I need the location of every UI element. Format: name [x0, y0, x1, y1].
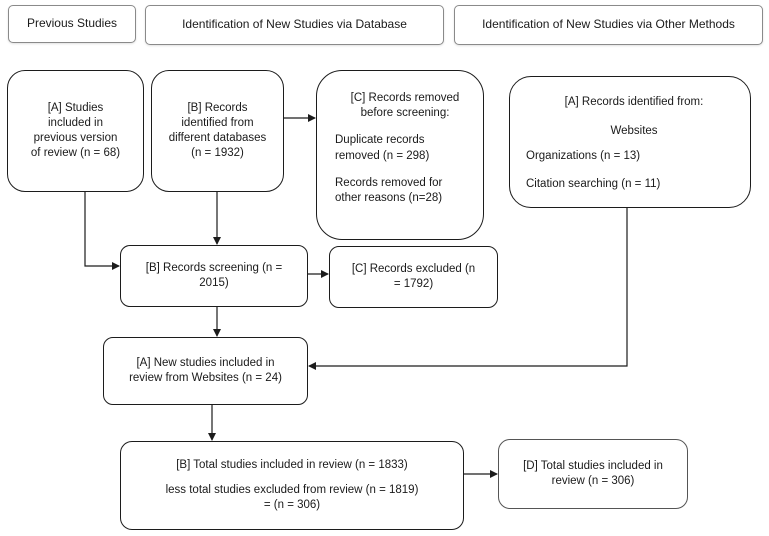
header-other-methods: Identification of New Studies via Other …	[454, 5, 763, 45]
header-database: Identification of New Studies via Databa…	[145, 5, 444, 45]
text-line: 2015)	[199, 277, 229, 289]
header-previous-studies: Previous Studies	[8, 5, 136, 43]
text-line: = 1792)	[393, 278, 434, 290]
removed-duplicates: Duplicate records removed (n = 298)	[335, 133, 475, 163]
header-other-label: Identification of New Studies via Other …	[482, 17, 735, 32]
total-line1: [B] Total studies included in review (n …	[176, 458, 408, 471]
box-final-total: [D] Total studies included in review (n …	[498, 439, 688, 509]
header-previous-label: Previous Studies	[26, 16, 118, 31]
header-database-label: Identification of New Studies via Databa…	[182, 17, 407, 32]
box-records-screening: [B] Records screening (n = 2015)	[120, 245, 308, 307]
text-line: [A] Studies	[47, 101, 104, 114]
text-line: removed (n = 298)	[335, 149, 430, 162]
text-line: [B] Records	[187, 101, 248, 114]
text-line: (n = 1932)	[191, 147, 244, 160]
text-line: [A] New studies included in	[136, 356, 275, 369]
text-line: Records removed for	[335, 176, 443, 189]
text-line: previous version	[33, 132, 118, 144]
text-line: [C] Records excluded (n	[351, 262, 476, 275]
text-line: Duplicate records	[335, 134, 425, 147]
box-records-excluded: [C] Records excluded (n = 1792)	[329, 246, 498, 308]
text-line: before screening:	[360, 107, 450, 120]
text-line: review (n = 306)	[551, 475, 635, 487]
arrow-previous-to-screening	[84, 192, 120, 270]
text-line: identified from	[181, 116, 254, 129]
total-line2: less total studies excluded from review …	[166, 483, 419, 513]
text-line: included in	[48, 116, 103, 129]
other-organizations: Organizations (n = 13)	[526, 150, 641, 163]
text-line: [C] Records removed	[350, 92, 460, 104]
text-line: different databases	[168, 132, 267, 144]
box-records-identified: [B] Records identified from different da…	[151, 70, 284, 192]
box-total-studies: [B] Total studies included in review (n …	[120, 441, 464, 530]
box-new-studies-included: [A] New studies included in review from …	[103, 337, 308, 405]
text-line: less total studies excluded from review …	[165, 483, 419, 496]
other-websites: Websites	[610, 125, 658, 138]
text-line: other reasons (n=28)	[335, 191, 443, 204]
box-other-identified: [A] Records identified from: Websites Or…	[509, 76, 751, 208]
text-line: review from Websites (n = 24)	[129, 372, 282, 384]
text-line: = (n = 306)	[263, 499, 321, 512]
box-previous-included: [A] Studies included in previous version…	[7, 70, 144, 192]
text-line: [D] Total studies included in	[523, 459, 663, 472]
box-removed-before-screening: [C] Records removed before screening: Du…	[316, 70, 484, 240]
text-line: [B] Records screening (n =	[145, 261, 283, 274]
text-line: of review (n = 68)	[30, 147, 121, 160]
removed-other: Records removed for other reasons (n=28)	[335, 176, 475, 206]
other-citation: Citation searching (n = 11)	[526, 177, 661, 190]
other-title: [A] Records identified from:	[564, 96, 704, 108]
removed-title: [C] Records removed before screening:	[335, 91, 475, 121]
